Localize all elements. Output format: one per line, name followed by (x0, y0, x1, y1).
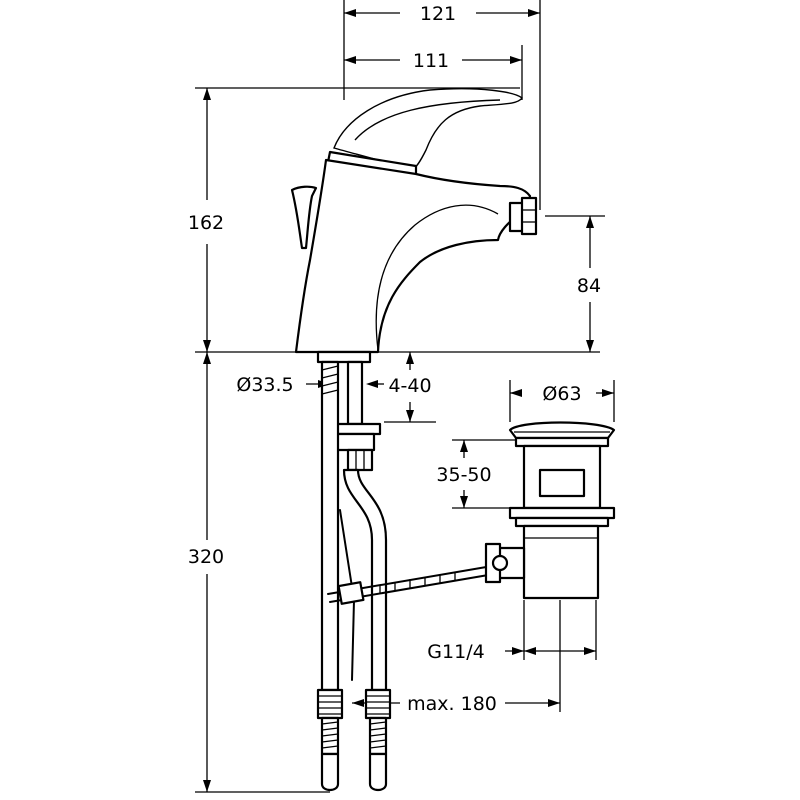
waste-cap (508, 421, 616, 440)
left-hose (320, 360, 340, 692)
label-height-spout: 84 (577, 275, 601, 297)
under-deck-assembly (316, 360, 501, 792)
right-hose-fitting (364, 688, 392, 792)
label-waste-thread: G11/4 (427, 641, 484, 663)
popup-knob (290, 185, 318, 250)
left-hose-fitting (316, 688, 344, 792)
faucet-main-body (294, 158, 532, 354)
label-width-overall: 121 (420, 3, 456, 25)
label-height-below: 320 (188, 546, 224, 568)
faucet-body (290, 88, 538, 364)
label-deck-thickness: 4-40 (388, 375, 431, 397)
dimension-lines (195, 0, 615, 793)
label-height-total: 162 (188, 212, 224, 234)
label-waste-diameter: Ø63 (542, 383, 581, 405)
label-hose-reach: max. 180 (407, 693, 497, 715)
popup-waste (484, 421, 616, 600)
label-waste-depth: 35-50 (436, 464, 491, 486)
popup-linkage (327, 564, 501, 605)
dimension-labels: 121 111 162 84 320 Ø33.5 4-40 Ø63 35-50 … (188, 3, 601, 715)
label-width-spout: 111 (413, 50, 449, 72)
label-hole-diameter: Ø33.5 (236, 374, 293, 396)
